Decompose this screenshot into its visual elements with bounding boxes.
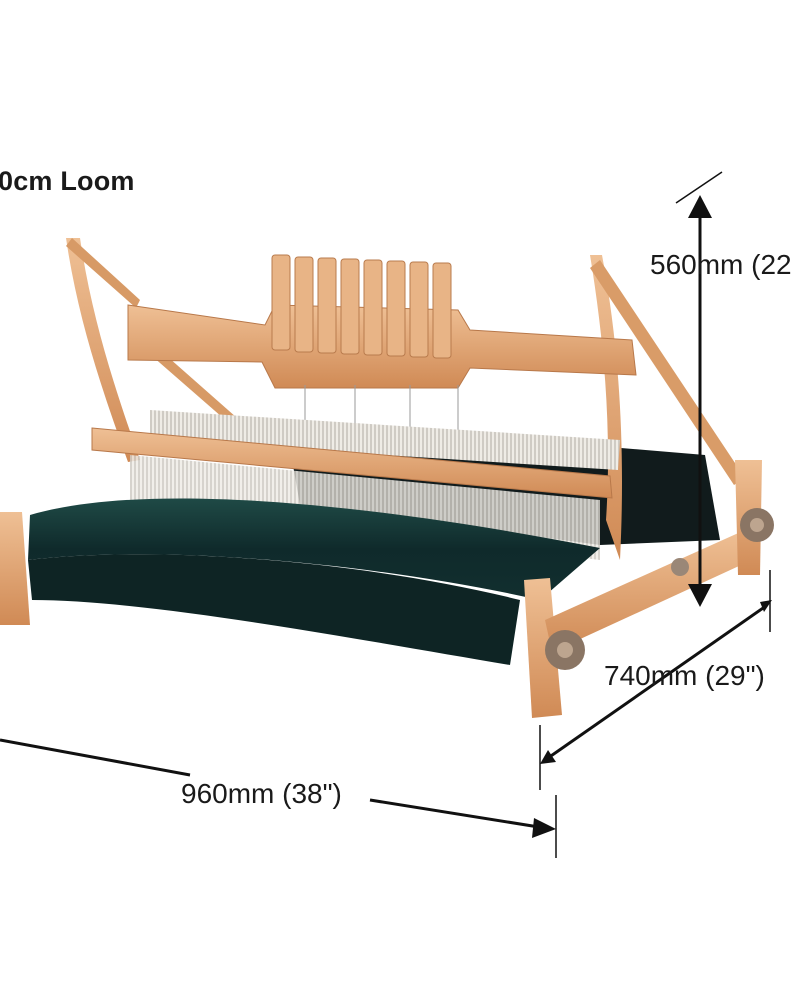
shaft-levers: [271, 254, 452, 359]
cloth-roller: [28, 554, 520, 665]
product-title: 0cm Loom: [0, 166, 135, 196]
depth-dimension-arrow: [539, 570, 772, 790]
woven-cloth: [28, 498, 600, 600]
left-post: [0, 512, 30, 625]
right-post: [524, 578, 562, 718]
left-brace: [66, 238, 140, 308]
back-ratchet-knob: [740, 508, 774, 542]
heddles: [150, 410, 620, 470]
side-knob: [671, 558, 689, 576]
right-side-frame: [590, 255, 622, 560]
left-diagonal: [152, 350, 245, 431]
width-dimension-label: 960mm (38"): [181, 778, 342, 809]
front-ratchet-knob: [545, 630, 585, 670]
height-dimension-arrow: [675, 171, 723, 607]
width-dimension-arrow: [0, 738, 557, 858]
left-side-frame: [66, 238, 140, 462]
height-dimension-label: 560mm (22: [650, 249, 792, 280]
depth-dimension-label: 740mm (29"): [604, 660, 765, 691]
beater-bar: [91, 427, 613, 499]
right-brace: [590, 260, 745, 485]
